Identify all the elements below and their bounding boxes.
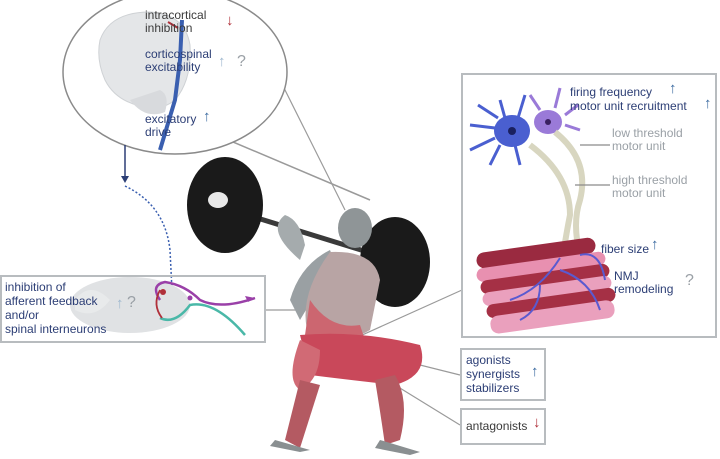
up-arrow-icon: ↑ <box>531 363 539 380</box>
dotted-pathway <box>124 185 173 291</box>
corticospinal-label: corticospinal excitability <box>145 47 212 74</box>
corticospinal-tract <box>158 19 184 151</box>
muscle-fibers <box>476 237 616 334</box>
nmj-remodeling-label: NMJ remodeling <box>614 269 674 296</box>
firing-frequency-label: firing frequency <box>570 85 653 99</box>
fiber-size-label: fiber size <box>601 242 650 256</box>
intracortical-label: intracortical inhibition <box>145 8 207 35</box>
up-arrow-icon: ↑ <box>704 95 712 112</box>
efferent-fiber <box>159 303 246 336</box>
up-arrow-icon: ↑ <box>203 108 211 125</box>
athlete-figure <box>270 208 423 455</box>
high-threshold-label: high threshold motor unit <box>612 173 688 200</box>
down-arrow-icon: ↓ <box>226 12 234 29</box>
question-mark-icon: ? <box>127 294 136 311</box>
connector-line <box>394 384 461 426</box>
excitatory-drive-label: excitatory drive <box>145 112 197 139</box>
spinal-box <box>0 275 266 343</box>
up-arrow-icon: ↑ <box>669 80 677 97</box>
up-arrow-icon: ↑ <box>116 295 124 312</box>
cerebellum-shape <box>130 90 167 115</box>
antagonists-label: antagonists <box>466 419 528 433</box>
spinal-label: inhibition of afferent feedback and/or s… <box>5 280 107 336</box>
question-mark-icon: ? <box>685 272 694 289</box>
down-arrow-icon: ↓ <box>533 414 541 431</box>
low-threshold-label: low threshold motor unit <box>612 126 683 153</box>
antagonists-box <box>460 408 546 445</box>
recruitment-label: motor unit recruitment <box>570 99 687 113</box>
afferent-fiber <box>154 280 256 306</box>
agonists-box <box>460 348 546 401</box>
question-mark-icon: ? <box>237 53 246 70</box>
inhibitory-synapse <box>167 21 179 29</box>
motor-neurons <box>469 87 581 166</box>
agonists-label: agonists synergists stabilizers <box>466 353 521 395</box>
up-arrow-icon: ↑ <box>218 53 226 70</box>
down-arrow-icon <box>121 176 129 183</box>
up-arrow-icon: ↑ <box>651 236 659 253</box>
motor-unit-box <box>461 73 717 338</box>
